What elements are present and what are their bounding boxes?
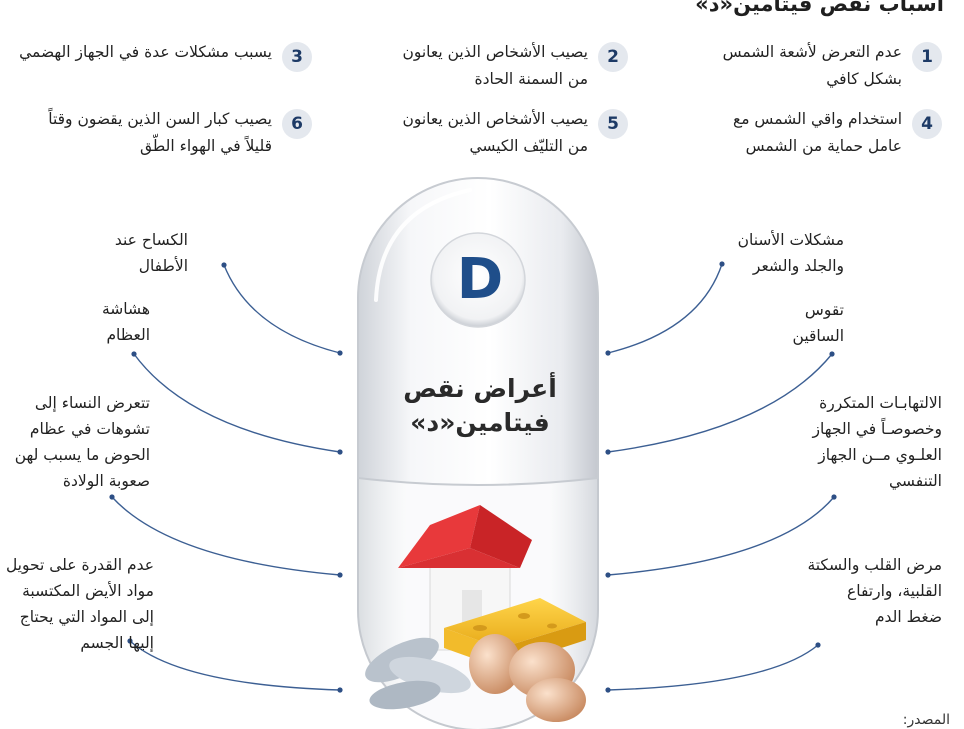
cause-item-6: 6 يصيب كبار السن الذين يقضون وقتاًقليلاً… [48, 109, 312, 160]
source-label: المصدر: [902, 712, 950, 728]
cause-item-3: 3 يسبب مشكلات عدة في الجهاز الهضمي [19, 42, 312, 72]
vitamin-d-letter: D [456, 247, 504, 312]
number-badge: 3 [282, 42, 312, 72]
capsule-top-half [357, 177, 599, 486]
number-badge: 4 [912, 109, 942, 139]
cause-text: يصيب كبار السن الذين يقضون وقتاًقليلاً ف… [48, 110, 272, 155]
capsule-label: أعراض نقص فيتامين«د» [403, 374, 557, 437]
number-badge: 6 [282, 109, 312, 139]
connector-dots [109, 261, 837, 693]
number-badge: 5 [598, 109, 628, 139]
food-contents [365, 505, 586, 722]
d-circle [430, 232, 526, 328]
connector-lines [111, 263, 835, 691]
number-badge: 2 [598, 42, 628, 72]
cause-text: يسبب مشكلات عدة في الجهاز الهضمي [19, 43, 272, 61]
number-badge: 1 [912, 42, 942, 72]
page-title: أسباب نقص فيتامين«د» [695, 0, 944, 16]
